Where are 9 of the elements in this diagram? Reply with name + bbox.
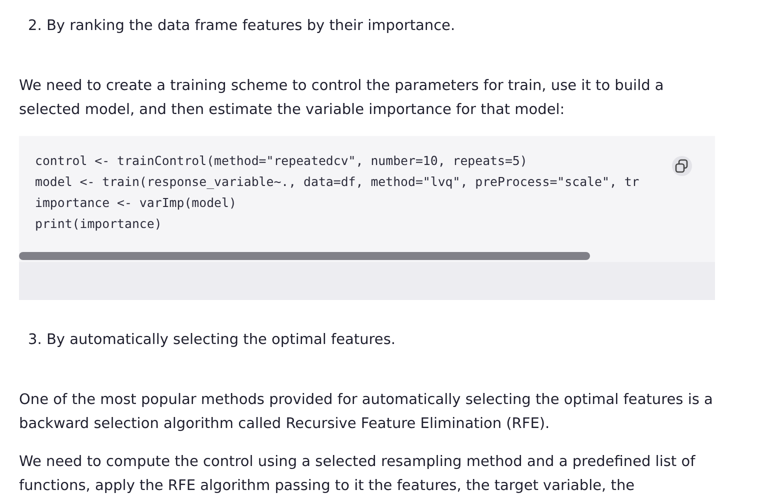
paragraph: We need to create a training scheme to control the parameters for train, use it to build a selected model, and then estimate the variable importance for that model: (19, 77, 665, 120)
list-item: 3. By automatically selecting the optimal features. (28, 331, 397, 350)
code-line: importance <- varImp(model) (35, 195, 236, 210)
code-line: control <- trainControl(method="repeatedcv", number=10, repeats=5) (35, 153, 528, 168)
paragraph: We need to compute the control using a selected resampling method and a predefined list of functions, apply the RFE algorithm passing to it the features, the target variable, the (19, 453, 696, 496)
code-line: print(importance) (35, 216, 162, 231)
list-item: 2. By ranking the data frame features by their importance. (28, 17, 456, 36)
code-line: model <- train(response_variable~., data=df, method="lvq", preProcess="scale", tr (35, 174, 640, 189)
paragraph: One of the most popular methods provided for automatically selecting the optimal features is a backward selection algorithm called Recursive Feature Elimination (RFE). (19, 391, 714, 434)
